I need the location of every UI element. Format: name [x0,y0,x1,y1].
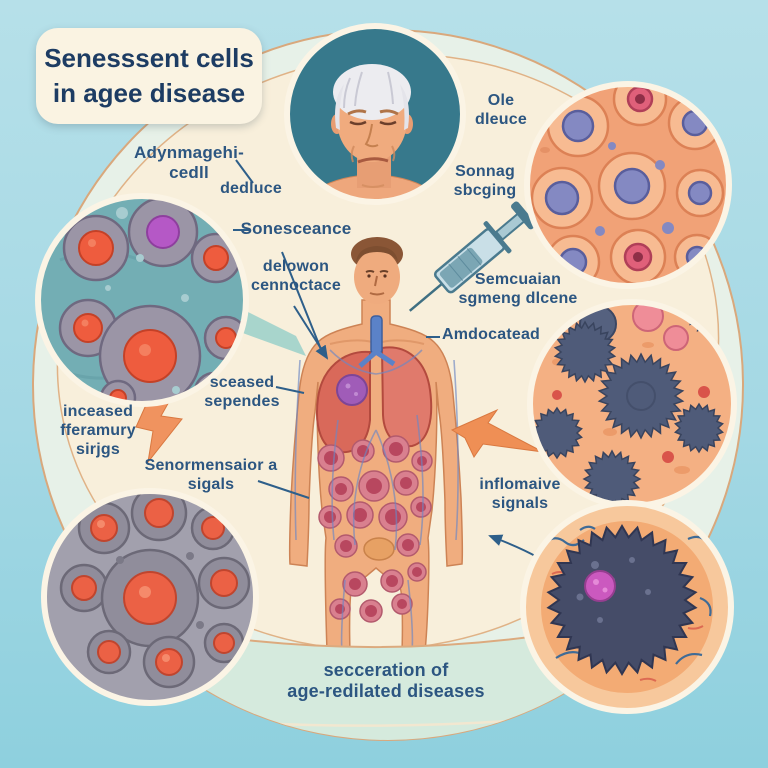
single-senescent-cell-micrograph [520,500,734,714]
callout-line [275,386,305,394]
abdominal-cell-clusters [317,435,433,623]
senescent-cells-micrograph-teal [35,193,249,407]
callout-arrow [293,305,329,360]
healthy-tissue-micrograph [524,81,732,289]
spiky-senescent-cells-micrograph [527,299,737,509]
page-title: Senesssent cells in agee disease [44,42,254,108]
orange-arrow-right [450,408,544,458]
label-delowon-cennoctace: delowon cennoctace [250,258,342,294]
label-sonnag-sbcging: Sonnag sbcging [453,163,517,199]
vessel-lines [294,349,459,653]
human-body-figure [288,237,464,653]
label-dedluce: dedluce [220,180,282,197]
callout-line [257,480,310,499]
senescent-cells-micrograph-gray [41,488,259,706]
magnify-wedge [236,306,306,356]
label-inceased-fferamury: inceased fferamury sirjgs [60,403,136,458]
label-sonesceance: Sonesceance [240,219,352,238]
syringe-icon [408,201,537,312]
label-adynmagehi: Adynmagehi- cedll [134,143,244,183]
title-box: Senesssent cells in agee disease [36,28,262,124]
callout-line [281,251,323,353]
label-semcuaian: Semcuaian sgmeng dlcene [458,271,578,307]
callout-line [235,159,254,184]
label-inflomaive-signals: inflomaive signals [479,476,561,512]
bottom-caption: secceration of age-redilated diseases [287,660,485,702]
label-senormensaior-sigals: Senormensaior a sigals [144,457,278,493]
label-ole-dleuce: Ole dleuce [475,92,527,128]
label-amdocatead: Amdocatead [442,326,541,343]
label-sceased-sependes: sceased sependes [204,374,280,410]
